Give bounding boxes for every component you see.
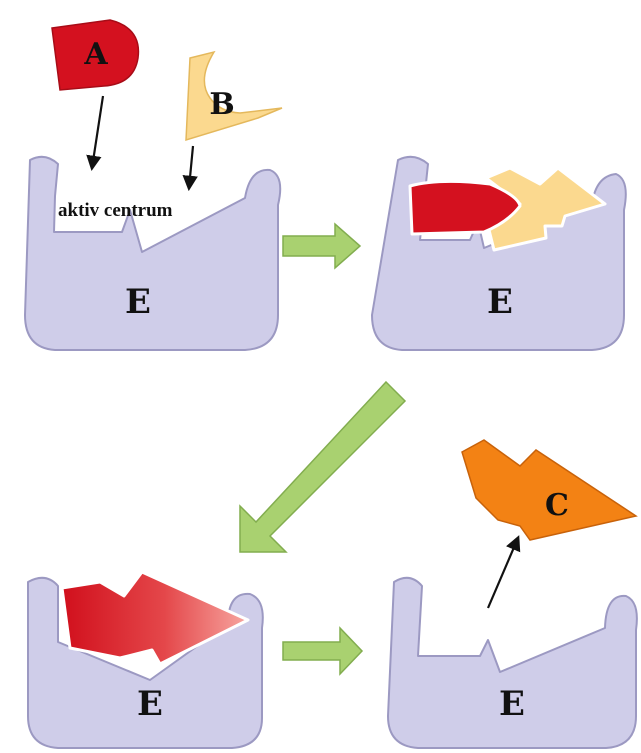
substrate-b-label: B (209, 87, 234, 122)
product-c-label: C (545, 488, 569, 523)
enzyme-label: E (499, 684, 525, 724)
enzyme-label: E (137, 684, 163, 724)
substrate-b: B (186, 52, 282, 140)
active-site-label: aktiv centrum (58, 200, 173, 221)
enzyme-label: E (125, 282, 151, 322)
pointer-arrow-a (92, 96, 103, 168)
panel-2-enzyme-substrate-complex: E (372, 157, 626, 350)
panel-4-product-release: E (388, 578, 637, 748)
substrate-a: A (52, 20, 138, 90)
enzyme-shape (25, 157, 280, 350)
step-arrow-3 (283, 628, 362, 674)
enzyme-label: E (487, 282, 513, 322)
panel-1-free-enzyme: aktiv centrum E (25, 157, 280, 350)
product-c: C (462, 440, 636, 540)
step-arrow-1 (283, 224, 360, 268)
substrate-a-label: A (83, 37, 108, 72)
panel-3-enzyme-product-complex: E (28, 572, 263, 748)
pointer-arrow-b (189, 146, 193, 188)
pointer-arrow-c (488, 538, 518, 608)
step-arrow-2 (240, 382, 405, 552)
